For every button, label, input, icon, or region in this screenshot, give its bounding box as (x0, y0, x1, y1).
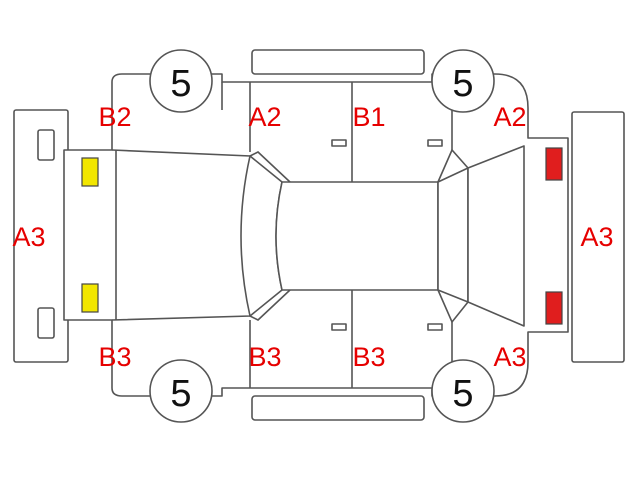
rear-window (437, 167, 469, 303)
front-headlamp-right (81, 283, 99, 313)
wheel-front-right: 5 (149, 359, 213, 423)
roof (275, 181, 439, 291)
wheel-rear-left: 5 (431, 49, 495, 113)
damage-code-rear-left-door: B1 (352, 102, 385, 132)
rear-lamp-left (545, 147, 563, 181)
damage-code-front-left-door: A2 (248, 102, 281, 132)
front-fog-lamp-bottom (37, 307, 55, 339)
front-headlamp-left (81, 157, 99, 187)
door-handle-front-left (331, 139, 347, 147)
front-fog-lamp-top (37, 129, 55, 161)
wheel-rear-right: 5 (431, 359, 495, 423)
damage-code-rear-right-door: B3 (352, 342, 385, 372)
rear-bumper (571, 111, 625, 363)
damage-code-rear-bumper: A3 (580, 222, 613, 252)
left-side-step (251, 49, 425, 75)
tire-tread-rear-left: 5 (452, 63, 473, 105)
damage-code-front-bumper: A3 (12, 222, 45, 252)
tire-tread-front-left: 5 (170, 63, 191, 105)
wheel-front-left: 5 (149, 49, 213, 113)
right-side-step (251, 395, 425, 421)
damage-code-rear-left-quarter: A2 (493, 102, 526, 132)
rear-lamp-right (545, 291, 563, 325)
damage-code-front-left-fender: B2 (98, 102, 131, 132)
tire-tread-front-right: 5 (170, 373, 191, 415)
door-handle-front-right (331, 323, 347, 331)
door-handle-rear-left (427, 139, 443, 147)
damage-code-front-right-fender: B3 (98, 342, 131, 372)
damage-code-front-right-door: B3 (248, 342, 281, 372)
door-handle-rear-right (427, 323, 443, 331)
tire-tread-rear-right: 5 (452, 373, 473, 415)
damage-code-rear-right-quarter: A3 (493, 342, 526, 372)
tailgate (467, 145, 525, 327)
